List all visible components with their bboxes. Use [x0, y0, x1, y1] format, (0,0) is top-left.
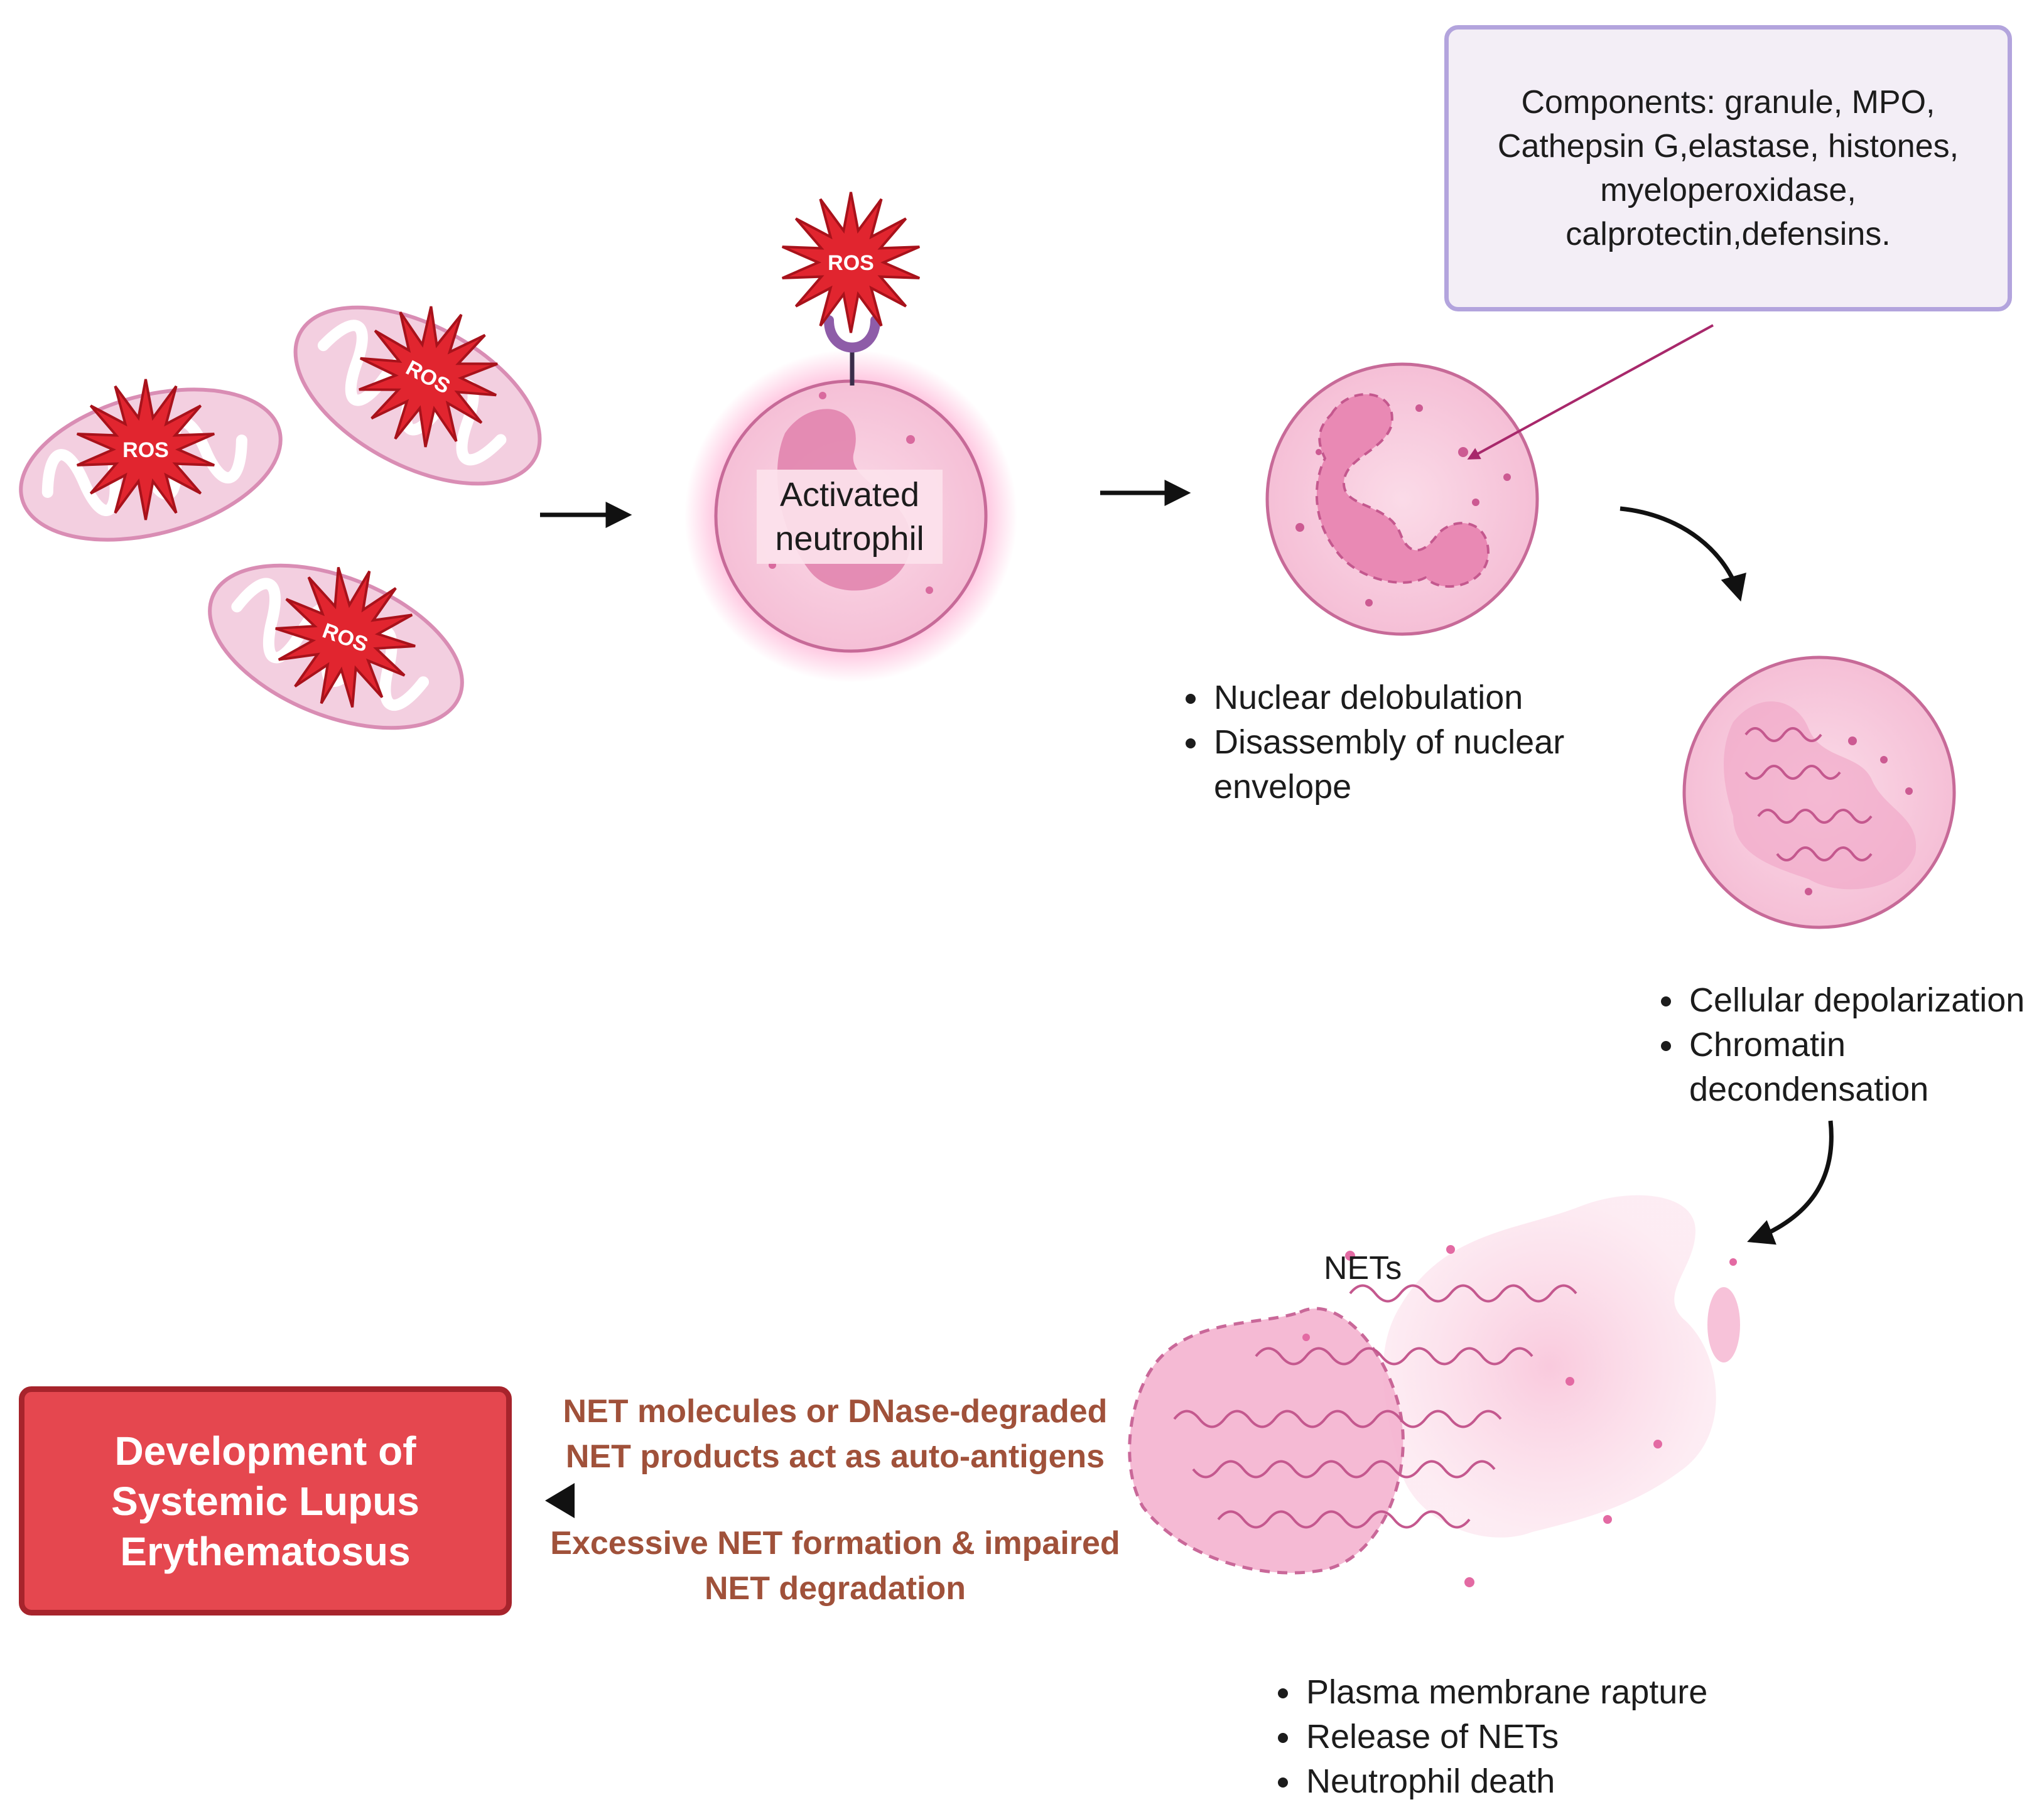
list-item: Disassembly of nuclear envelope	[1210, 720, 1650, 809]
stage3-bullet-list: Cellular depolarization Chromatin decond…	[1640, 978, 2044, 1112]
ros-star-shape	[359, 306, 498, 448]
components-text: Components: granule, MPO, Cathepsin G,el…	[1497, 84, 1959, 252]
sle-outcome-text: Development of Systemic Lupus Erythemato…	[111, 1428, 419, 1574]
list-item: Nuclear delobulation	[1210, 676, 1650, 720]
activated-neutrophil-line1: Activated	[779, 476, 920, 514]
stage4-bullet-list: Plasma membrane rapture Release of NETs …	[1257, 1670, 1805, 1804]
list-item: Cellular depolarization	[1685, 978, 2044, 1023]
arrow-label-autoantigens: NET molecules or DNase-degraded NET prod…	[563, 1393, 1108, 1475]
nets-ruptured-cell	[1128, 1195, 1740, 1587]
ros-star-shape	[782, 191, 920, 333]
decondensed-cell	[1682, 655, 1956, 929]
ros-label: ROS	[122, 438, 169, 462]
ros-star-shape	[77, 379, 215, 521]
arrow-nets-to-sle-head	[545, 1483, 575, 1518]
ros-burst-receptor: ROS	[782, 191, 920, 333]
activated-neutrophil-label: Activated neutrophil	[757, 470, 943, 564]
curved-arrow-to-decondensation	[1620, 506, 1746, 602]
components-pointer-arrow	[1467, 324, 1714, 460]
ros-star-shape	[275, 566, 416, 708]
list-item: Plasma membrane rapture	[1302, 1670, 1805, 1715]
activated-neutrophil-line2: neutrophil	[775, 520, 924, 558]
sle-outcome-box: Development of Systemic Lupus Erythemato…	[19, 1386, 512, 1616]
ros-burst-1: ROS	[77, 379, 215, 521]
arrow-label-excessive-formation: Excessive NET formation & impaired NET d…	[550, 1525, 1120, 1607]
components-box: Components: granule, MPO, Cathepsin G,el…	[1444, 25, 2012, 311]
list-item: Chromatin decondensation	[1685, 1023, 2044, 1112]
curved-arrow-to-nets	[1747, 1120, 1834, 1245]
ros-label: ROS	[828, 251, 874, 275]
nets-label: NETs	[1324, 1250, 1402, 1286]
stage2-bullet-list: Nuclear delobulation Disassembly of nucl…	[1165, 676, 1650, 809]
delobulated-cell	[1265, 362, 1539, 636]
list-item: Neutrophil death	[1302, 1759, 1805, 1804]
ros-burst-3: ROS	[275, 566, 416, 708]
list-item: Release of NETs	[1302, 1715, 1805, 1759]
ros-burst-2: ROS	[359, 306, 498, 448]
receptor-icon	[824, 315, 880, 386]
